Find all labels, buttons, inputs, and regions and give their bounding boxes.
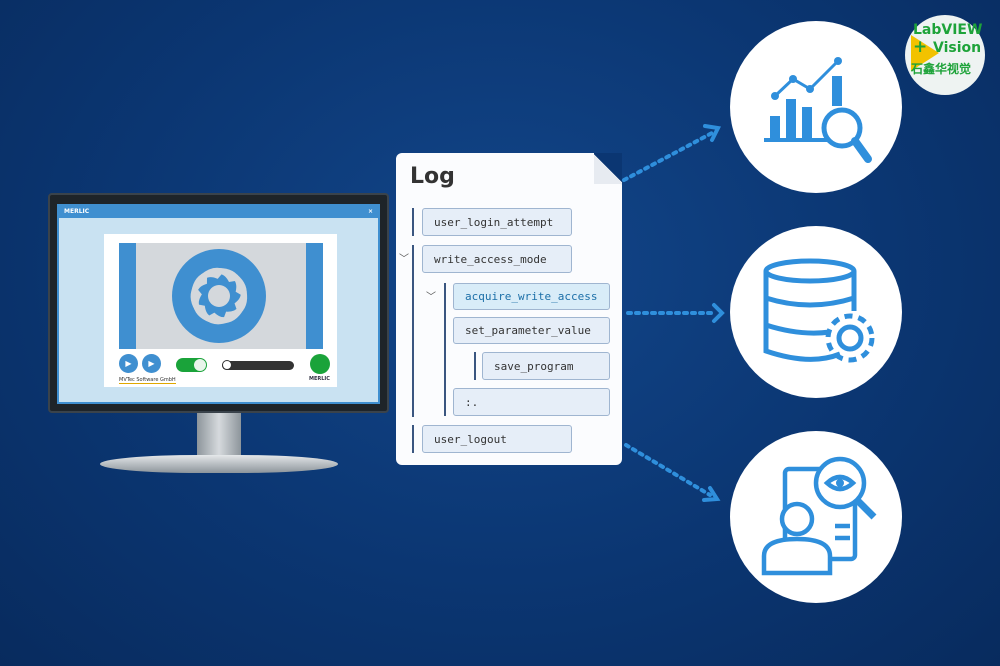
logo-line2: Vision — [933, 40, 982, 56]
log-entry[interactable]: save_program — [482, 352, 610, 380]
monitor-base — [100, 455, 338, 473]
log-entry[interactable]: :. — [453, 388, 610, 416]
brand-footer: MERLIC — [309, 376, 330, 382]
monitor-stand — [197, 413, 241, 461]
view-side-bar — [306, 243, 323, 349]
play-triangle-icon — [911, 35, 939, 71]
arrow-to-analytics — [622, 131, 714, 182]
log-entry[interactable]: write_access_mode — [422, 245, 572, 273]
app-titlebar: MERLIC × — [59, 206, 378, 218]
play-button[interactable]: ▶ — [119, 354, 138, 373]
image-view — [119, 243, 323, 349]
audit-circle — [730, 431, 902, 603]
app-title: MERLIC — [64, 208, 90, 215]
log-title: Log — [410, 164, 455, 189]
app-panel: ▶ ▶ MVTec Software GmbH MERLIC — [104, 234, 337, 387]
company-footer: MVTec Software GmbH — [119, 377, 176, 384]
database-circle — [730, 226, 902, 398]
arrow-to-audit — [624, 443, 712, 497]
toggle-switch[interactable] — [176, 358, 207, 372]
log-entry[interactable]: user_login_attempt — [422, 208, 572, 236]
monitor-screen: MERLIC × ▶ ▶ MVTec Software GmbH MERLIC — [57, 204, 380, 404]
analytics-icon — [764, 57, 872, 163]
chevron-down-icon[interactable]: ﹀ — [399, 254, 409, 265]
run-loop-button[interactable]: ▶ — [142, 354, 161, 373]
database-settings-icon — [763, 258, 875, 363]
logo-line3: 石鑫华视觉 — [911, 62, 972, 76]
close-button[interactable]: × — [367, 208, 373, 215]
chevron-down-icon[interactable]: ﹀ — [426, 292, 436, 303]
logo-plus: + — [913, 37, 928, 57]
user-audit-icon — [761, 456, 877, 576]
analytics-circle — [730, 21, 902, 193]
log-entry-selected[interactable]: acquire_write_access — [453, 283, 610, 310]
log-entry[interactable]: user_logout — [422, 425, 572, 453]
log-entry[interactable]: set_parameter_value — [453, 317, 610, 344]
status-indicator — [310, 354, 330, 374]
view-side-bar — [119, 243, 136, 349]
logo-line1: LabVIEW — [913, 22, 983, 38]
page-fold — [594, 153, 622, 184]
labview-vision-logo: LabVIEW + Vision 石鑫华视觉 — [905, 15, 985, 95]
brake-disc-icon — [172, 249, 266, 343]
slider[interactable] — [222, 360, 294, 370]
